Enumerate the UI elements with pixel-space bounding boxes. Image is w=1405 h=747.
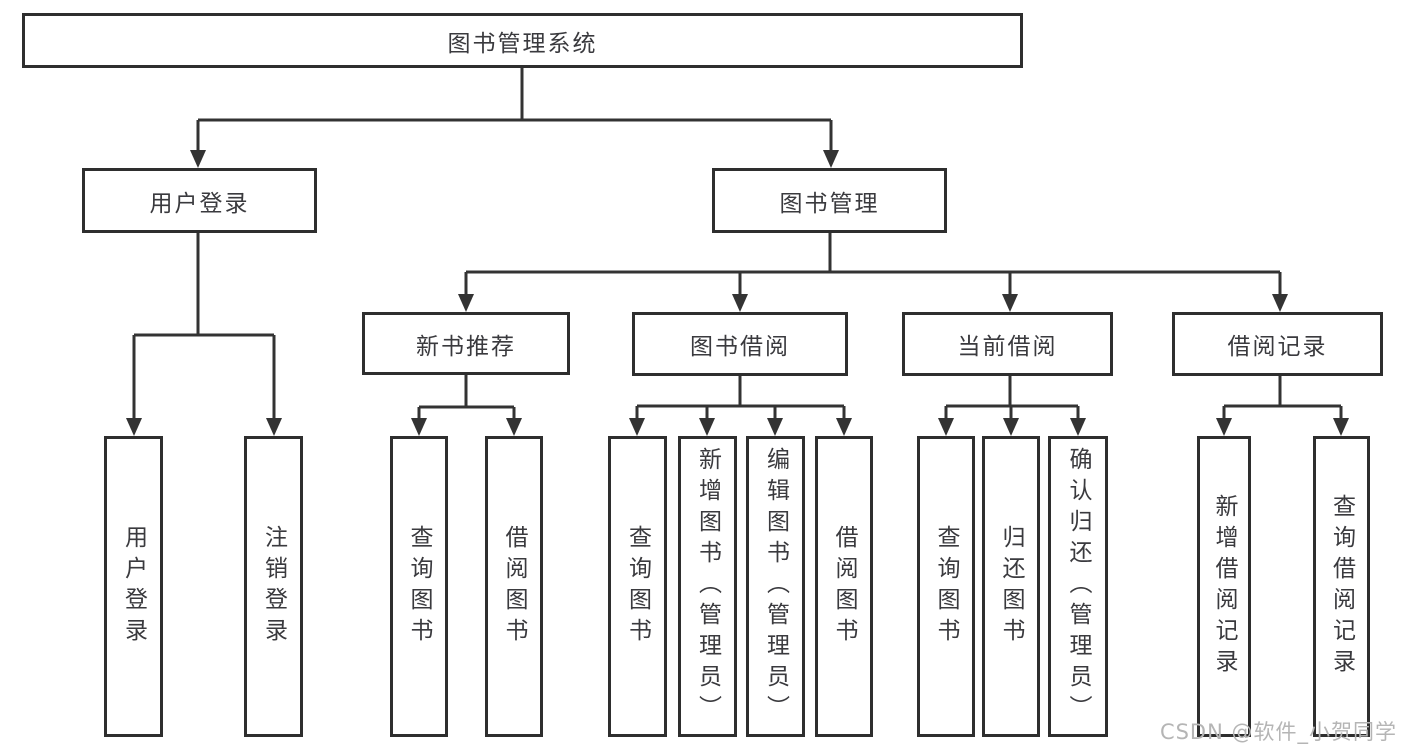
node-query-books-borrowing: 查询图书: [608, 436, 667, 737]
arrow-icon: [836, 418, 852, 436]
node-user-login-leaf: 用户登录: [104, 436, 163, 737]
arrow-icon: [126, 418, 142, 436]
arrow-icon: [1002, 294, 1018, 312]
node-book-management-branch: 图书管理: [712, 168, 947, 233]
arrow-icon: [1216, 418, 1232, 436]
node-current-borrowing: 当前借阅: [902, 312, 1113, 376]
node-logout-leaf: 注销登录: [244, 436, 303, 737]
node-edit-books-admin: 编辑图书（管理员）: [746, 436, 805, 737]
arrow-icon: [767, 418, 783, 436]
node-query-books-recommend: 查询图书: [390, 436, 448, 737]
node-borrow-books-leaf: 借阅图书: [815, 436, 873, 737]
node-user-login-branch: 用户登录: [82, 168, 317, 233]
arrow-icon: [823, 150, 839, 168]
arrow-icon: [190, 150, 206, 168]
arrow-icon: [938, 418, 954, 436]
node-new-book-recommend: 新书推荐: [362, 312, 570, 375]
arrow-icon: [458, 294, 474, 312]
node-book-borrowing: 图书借阅: [632, 312, 848, 376]
arrow-icon: [732, 294, 748, 312]
node-return-books: 归还图书: [982, 436, 1040, 737]
node-borrowing-records: 借阅记录: [1172, 312, 1383, 376]
arrowheads: [126, 150, 1349, 436]
arrow-icon: [266, 418, 282, 436]
node-borrow-books-recommend: 借阅图书: [485, 436, 543, 737]
watermark: CSDN @软件_小贺同学: [1159, 720, 1397, 744]
arrow-icon: [1272, 294, 1288, 312]
connector-lines: [132, 68, 1343, 419]
arrow-icon: [699, 418, 715, 436]
node-confirm-return-admin: 确认归还（管理员）: [1048, 436, 1108, 737]
node-library-system: 图书管理系统: [22, 13, 1023, 68]
node-query-borrow-record: 查询借阅记录: [1313, 436, 1370, 737]
arrow-icon: [506, 418, 522, 436]
arrow-icon: [1070, 418, 1086, 436]
node-add-borrow-record: 新增借阅记录: [1197, 436, 1251, 737]
arrow-icon: [1003, 418, 1019, 436]
arrow-icon: [1333, 418, 1349, 436]
node-query-books-current: 查询图书: [917, 436, 975, 737]
node-add-books-admin: 新增图书（管理员）: [678, 436, 737, 737]
arrow-icon: [411, 418, 427, 436]
arrow-icon: [629, 418, 645, 436]
